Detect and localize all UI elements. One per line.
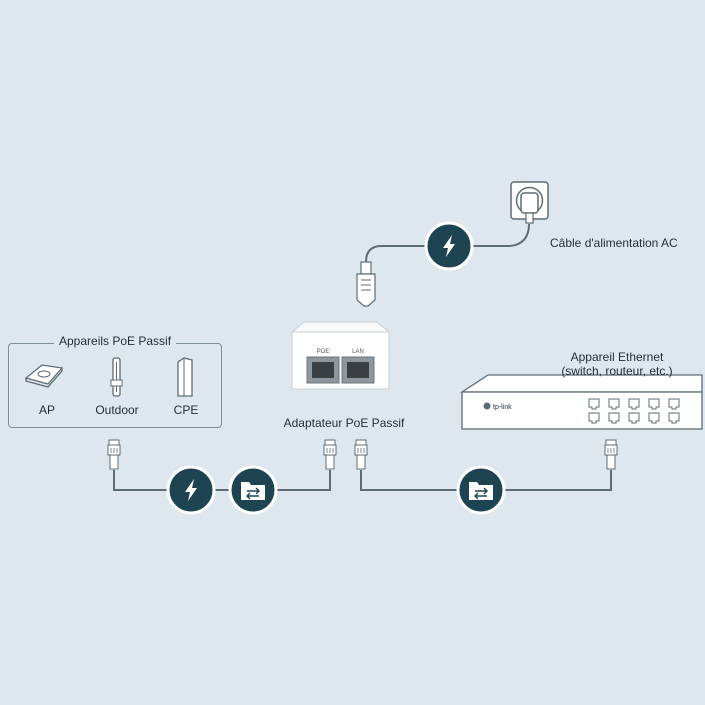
ac-cable-label: Câble d'alimentation AC	[550, 236, 678, 250]
device-outdoor-label: Outdoor	[95, 403, 139, 417]
poe-adapter-image: POE LAN	[291, 321, 390, 390]
rj45-connector-icon	[354, 439, 368, 470]
adapter-label: Adaptateur PoE Passif	[283, 416, 405, 430]
ap-device-icon	[24, 364, 64, 388]
port-poe-label: POE	[317, 349, 330, 355]
passive-devices-group-title: Appareils PoE Passif	[54, 334, 177, 348]
outdoor-device-icon	[110, 357, 123, 397]
poe-data-folder-icon	[228, 465, 278, 515]
cpe-device-icon	[177, 357, 193, 397]
poe-cable-line	[113, 470, 331, 491]
rj45-connector-icon	[323, 439, 337, 470]
ethernet-switch-image: tp-link	[459, 374, 703, 430]
port-lan-label: LAN	[352, 349, 364, 355]
ethernet-device-label-line2: (switch, routeur, etc.)	[561, 364, 673, 378]
brand-logo-text: tp-link	[493, 404, 512, 411]
ethernet-device-label-line1: Appareil Ethernet	[570, 350, 664, 364]
poe-power-bolt-icon	[166, 465, 216, 515]
ac-power-bolt-icon	[424, 221, 474, 271]
device-ap-label: AP	[38, 403, 56, 417]
rj45-connector-icon	[604, 439, 618, 470]
rj45-connector-icon	[107, 439, 121, 470]
ac-plug-icon	[356, 261, 376, 307]
lan-data-folder-icon	[456, 465, 506, 515]
wall-socket-icon	[510, 181, 549, 224]
device-cpe-label: CPE	[173, 403, 199, 417]
